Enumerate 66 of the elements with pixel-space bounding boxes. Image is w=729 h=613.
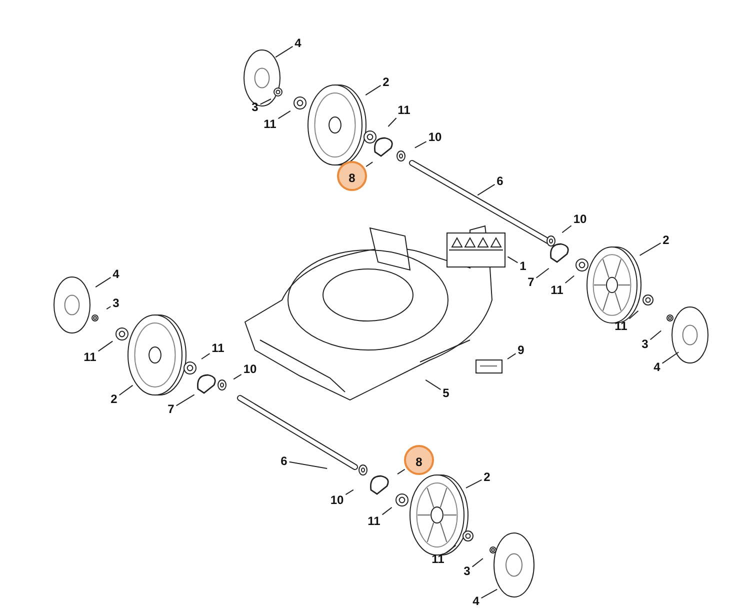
leader-line (446, 544, 456, 554)
leader-line (233, 374, 242, 380)
callout-number: 4 (294, 36, 302, 50)
callout-number: 1 (520, 259, 526, 273)
callout-number: 5 (442, 386, 450, 400)
leader-line (425, 379, 442, 390)
leader-line (466, 479, 482, 488)
leader-line (414, 141, 427, 148)
callout-number: 8 (404, 445, 434, 475)
callout-number: 11 (614, 319, 628, 333)
leader-line (278, 110, 291, 120)
leader-line (345, 489, 354, 496)
callout-number: 6 (496, 174, 504, 188)
callout-number: 10 (428, 130, 442, 144)
callout-number: 3 (112, 296, 120, 310)
leader-line (288, 461, 328, 469)
callout-number: 2 (662, 233, 670, 247)
callout-number: 3 (642, 337, 648, 351)
leader-line (639, 242, 662, 256)
callout-number: 10 (330, 493, 344, 507)
leader-line (397, 468, 406, 475)
callout-number: 10 (573, 212, 587, 226)
callout-number: 11 (212, 341, 224, 355)
leader-line (95, 276, 112, 288)
callout-number: 11 (264, 117, 276, 131)
leader-line (480, 588, 498, 599)
leader-line (472, 558, 484, 568)
callout-number: 11 (398, 103, 410, 117)
leader-line (564, 275, 575, 284)
leader-line (98, 340, 114, 352)
callout-number: 4 (654, 360, 660, 374)
callout-number: 11 (550, 283, 564, 297)
leader-line (260, 98, 272, 105)
callout-number: 9 (518, 343, 524, 357)
leader-line (176, 394, 195, 406)
callout-number: 8 (337, 161, 367, 191)
callout-number: 10 (243, 362, 257, 376)
leader-line (201, 353, 210, 360)
callout-number: 3 (464, 564, 470, 578)
leader-line (275, 46, 294, 58)
callout-number: 7 (528, 275, 534, 289)
leader-line (507, 256, 518, 264)
leader-line (650, 330, 662, 340)
callout-number: 3 (252, 100, 258, 114)
leader-line (388, 118, 397, 127)
callout-number: 6 (280, 454, 288, 468)
leader-line (365, 84, 382, 96)
callout-number: 4 (472, 594, 480, 608)
callout-number: 11 (432, 552, 444, 566)
leader-line (106, 306, 112, 310)
leader-line (118, 384, 134, 396)
leader-line (366, 162, 374, 167)
leader-line (628, 310, 639, 320)
leader-line (477, 184, 496, 196)
leader-line (382, 506, 392, 516)
leader-line (507, 353, 516, 360)
callout-number: 11 (368, 514, 380, 528)
callout-number: 2 (110, 392, 118, 406)
leader-line (536, 268, 550, 278)
callout-number: 7 (168, 402, 174, 416)
callout-number: 2 (382, 75, 390, 89)
callout-number: 11 (84, 350, 96, 364)
callout-number: 2 (484, 470, 490, 484)
leader-line (662, 352, 680, 364)
callout-number: 4 (112, 267, 120, 281)
leader-line (562, 225, 572, 234)
